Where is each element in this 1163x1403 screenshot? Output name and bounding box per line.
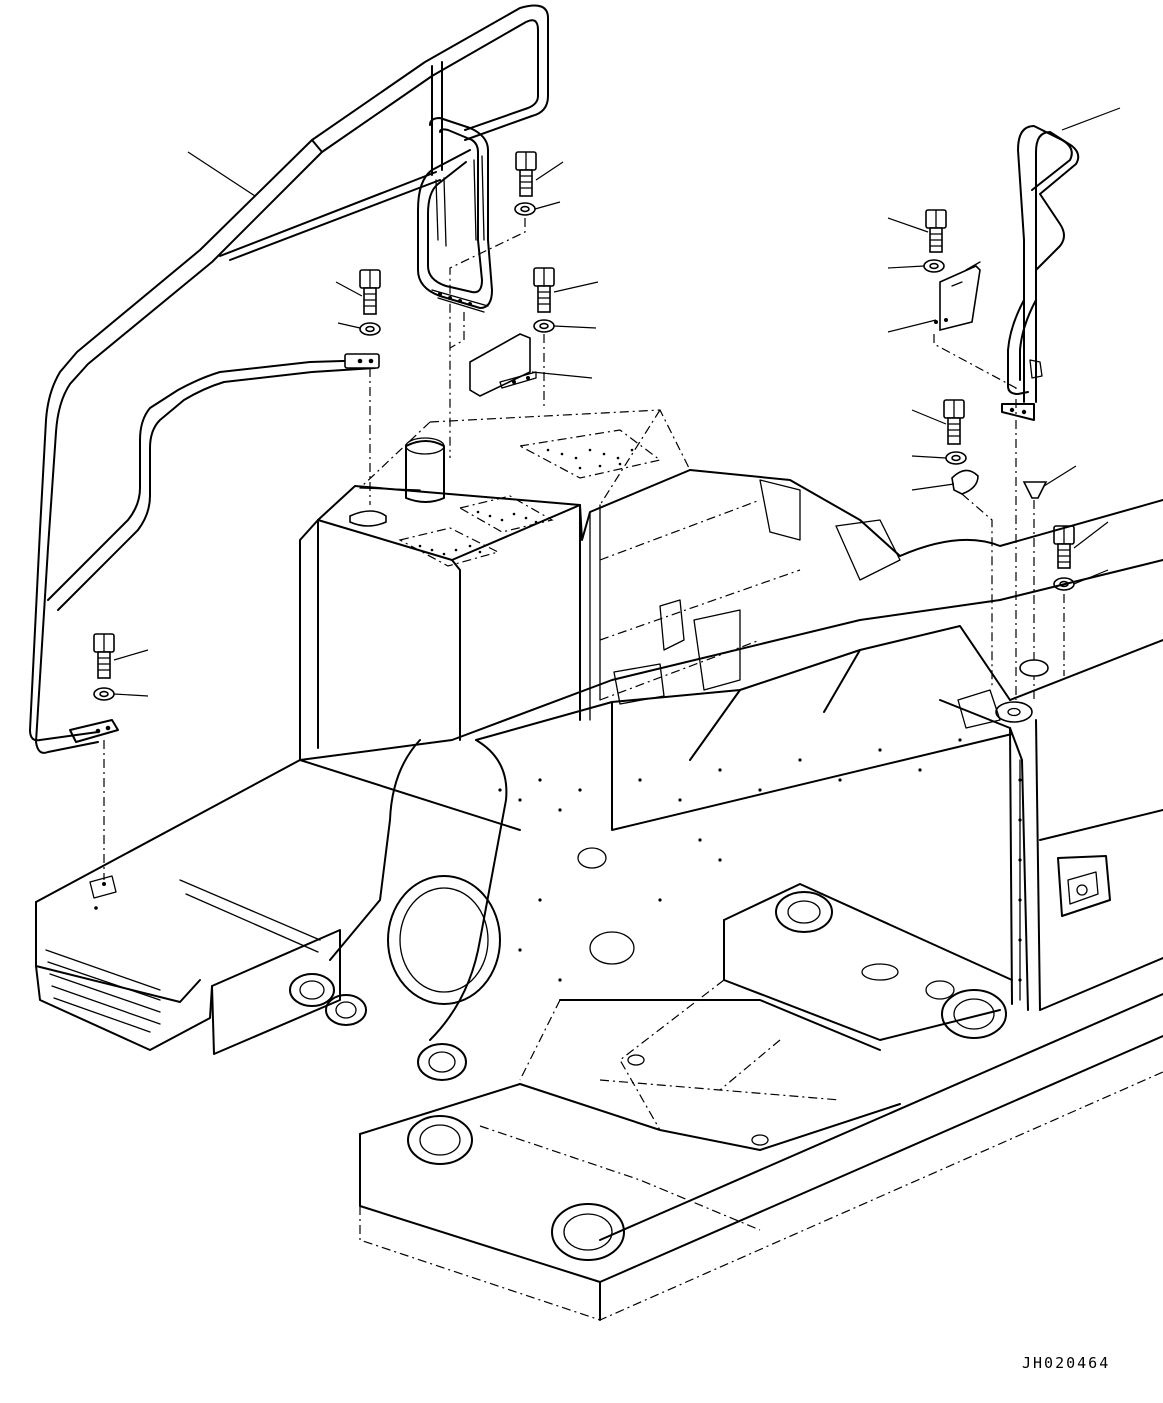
assembly-guides bbox=[103, 218, 1065, 880]
bolt-5 bbox=[925, 209, 947, 253]
perforation-dots bbox=[418, 448, 634, 556]
bolt-2 bbox=[359, 269, 381, 315]
cap bbox=[1022, 481, 1048, 499]
bracket bbox=[934, 261, 981, 332]
bolt-7 bbox=[1053, 525, 1075, 569]
right-handrail bbox=[1001, 125, 1080, 421]
callout-leaders bbox=[113, 107, 1121, 697]
bracket-plate bbox=[469, 333, 537, 397]
center-handrail bbox=[417, 117, 493, 313]
machine-frame bbox=[35, 409, 1163, 1321]
bolt-3 bbox=[533, 267, 555, 313]
drawing-number: JH020464 bbox=[1022, 1354, 1111, 1372]
left-handrail bbox=[29, 4, 549, 754]
clip bbox=[951, 469, 979, 495]
bolt-6 bbox=[943, 399, 965, 445]
bolt-1 bbox=[515, 151, 537, 197]
frame-holes bbox=[498, 738, 1022, 982]
bolt-4 bbox=[93, 633, 115, 679]
